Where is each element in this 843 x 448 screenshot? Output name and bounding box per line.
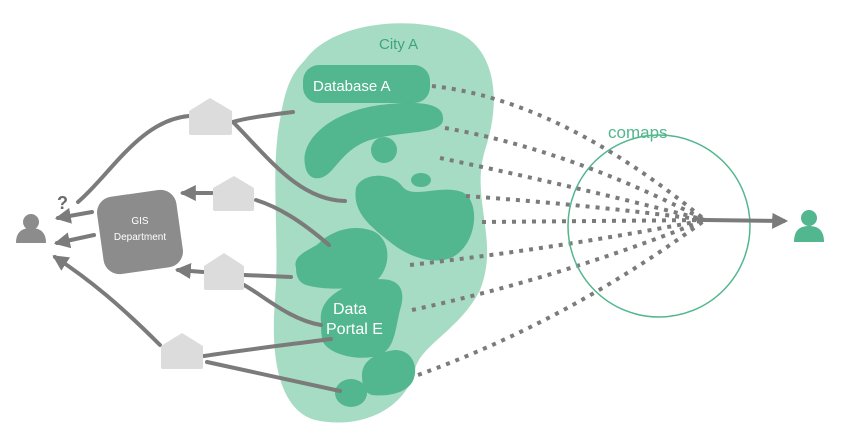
- database-label: Database A: [313, 78, 391, 95]
- gray-arrows: [52, 114, 214, 347]
- portal-label-line2: Portal E: [326, 321, 383, 338]
- house-icon: [161, 333, 203, 369]
- arrow-to-user-right: [704, 212, 789, 229]
- user-left-icon: [16, 214, 46, 243]
- house-icon: [213, 176, 254, 211]
- data-blob-7: [335, 379, 367, 407]
- data-blob-6: [362, 350, 416, 396]
- question-mark: ?: [57, 193, 68, 213]
- gis-label-line1: GIS: [131, 216, 149, 227]
- house-icon: [189, 98, 232, 135]
- house-icon: [204, 253, 244, 290]
- data-blob-1: [304, 102, 444, 179]
- portal-label-line1: Data: [333, 301, 367, 318]
- data-blob-2: [371, 137, 397, 163]
- city-label: City A: [379, 36, 418, 53]
- database-a-blob: [303, 65, 430, 103]
- comaps-circle: [567, 134, 751, 318]
- data-blob-5: [295, 227, 388, 289]
- comaps-dotted-lines: [409, 84, 707, 377]
- user-right-icon: [794, 210, 824, 242]
- data-blob-4: [355, 175, 475, 261]
- gray-connections: [202, 110, 347, 393]
- data-blob-3: [411, 173, 431, 187]
- comaps-label: comaps: [608, 123, 668, 142]
- gis-department-box: [97, 189, 183, 275]
- gis-label-line2: Department: [114, 232, 166, 243]
- data-portal-e-blob: [320, 279, 403, 358]
